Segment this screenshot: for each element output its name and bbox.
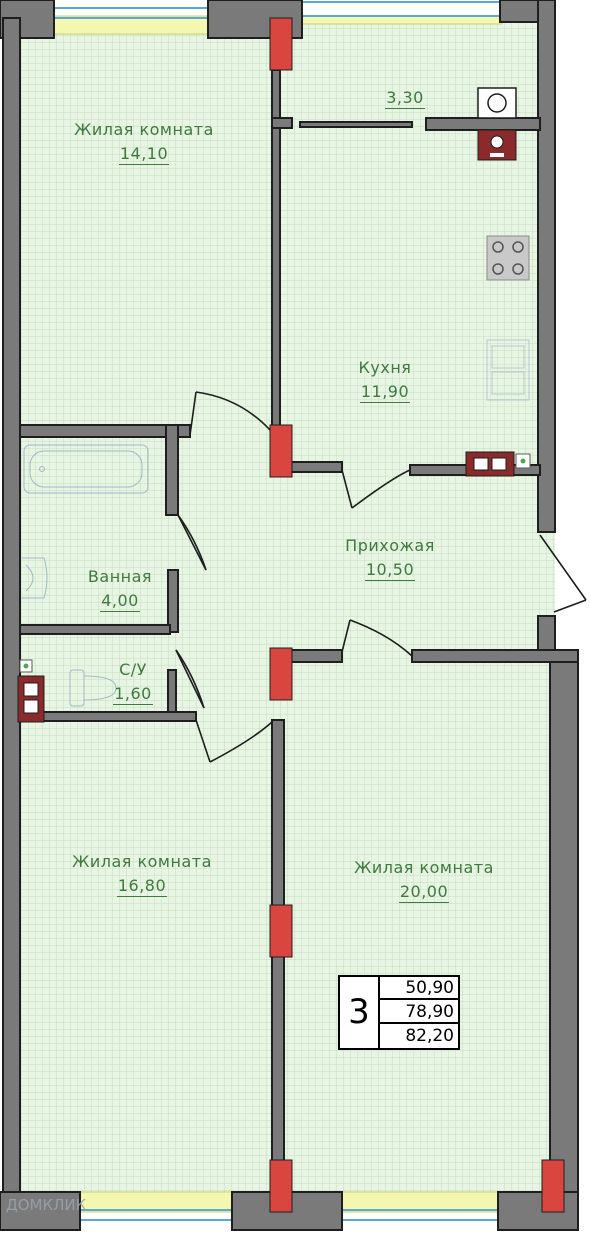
column xyxy=(269,17,293,71)
column xyxy=(541,1159,565,1213)
room-area: 3,30 xyxy=(385,88,425,109)
fixtures xyxy=(17,87,531,723)
toilet-riser-icon xyxy=(17,659,45,723)
columns xyxy=(269,17,565,1213)
door-kitchen xyxy=(341,469,411,509)
sink-icon xyxy=(486,339,530,401)
door-living-room-1 xyxy=(189,391,271,436)
room-label-hallway: Прихожая 10,50 xyxy=(330,534,450,582)
door-toilet xyxy=(175,649,205,709)
room-count: 3 xyxy=(340,977,380,1048)
column xyxy=(269,1159,293,1213)
column xyxy=(269,424,293,478)
room-name: С/У xyxy=(119,660,147,679)
room-label-living-room-2: Жилая комната 16,80 xyxy=(42,850,242,898)
room-label-storage: 3,30 xyxy=(355,86,455,110)
area-summary-table: 3 50,90 78,90 82,20 xyxy=(338,975,460,1050)
doors xyxy=(175,391,587,763)
room-label-living-room-1: Жилая комната 14,10 xyxy=(44,118,244,166)
toilet-icon xyxy=(69,669,117,707)
living-area-value: 50,90 xyxy=(380,977,458,1000)
room-name: Жилая комната xyxy=(74,120,214,139)
stove-icon xyxy=(486,235,530,281)
column xyxy=(269,647,293,701)
room-area: 16,80 xyxy=(116,876,168,897)
room-name: Ванная xyxy=(87,567,153,586)
boiler-icon xyxy=(477,87,517,161)
room-label-living-room-3: Жилая комната 20,00 xyxy=(322,856,526,904)
room-area: 4,00 xyxy=(100,591,140,612)
room-area: 14,10 xyxy=(118,144,170,165)
total-area-value: 78,90 xyxy=(380,1001,458,1024)
room-label-toilet: С/У 1,60 xyxy=(90,658,176,706)
total-area-with-balcony-value: 82,20 xyxy=(405,1026,454,1046)
door-bathroom xyxy=(177,514,207,571)
room-name: Кухня xyxy=(358,358,412,377)
room-area: 20,00 xyxy=(398,882,450,903)
kitchen-riser-icon xyxy=(465,451,531,477)
washbasin-icon xyxy=(22,557,48,599)
bathtub-icon xyxy=(23,444,149,494)
room-label-kitchen: Кухня 11,90 xyxy=(330,356,440,404)
column xyxy=(269,904,293,958)
door-living-room-3 xyxy=(341,619,413,657)
room-name: Прихожая xyxy=(345,536,435,555)
room-area: 11,90 xyxy=(359,382,411,403)
room-area: 10,50 xyxy=(364,560,416,581)
watermark: ДОМКЛИК xyxy=(6,1196,87,1214)
room-label-bathroom: Ванная 4,00 xyxy=(60,565,180,613)
door-living-room-2 xyxy=(195,719,273,763)
room-area: 1,60 xyxy=(113,684,153,705)
entrance-door xyxy=(539,534,587,613)
room-name: Жилая комната xyxy=(72,852,212,871)
room-name: Жилая комната xyxy=(354,858,494,877)
